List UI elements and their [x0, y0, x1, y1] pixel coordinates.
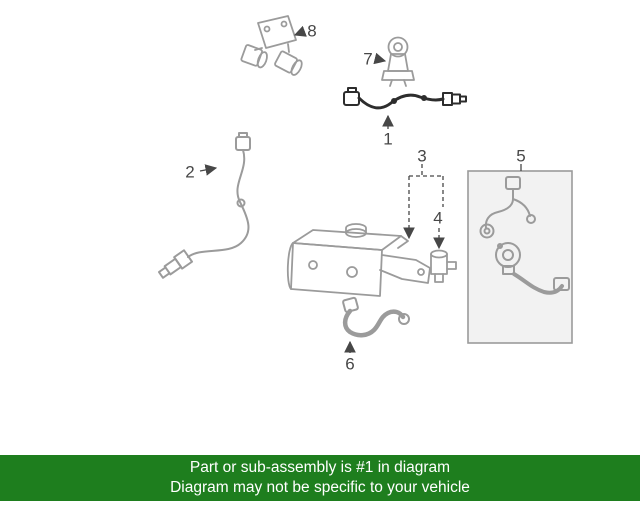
callout-6: 6	[345, 354, 355, 374]
evap-canister-drawing	[286, 223, 431, 297]
callout-3: 3	[417, 146, 427, 166]
part-8-valve-bracket-drawing	[240, 15, 303, 76]
callout-4: 4	[433, 208, 443, 228]
callout-2: 2	[185, 162, 195, 182]
banner-line-2: Diagram may not be specific to your vehi…	[170, 479, 470, 496]
callout-8: 8	[307, 21, 317, 41]
callout-7: 7	[363, 49, 373, 69]
part-2-oxygen-sensor-drawing	[157, 132, 251, 279]
callout-1: 1	[383, 129, 393, 149]
part-1-oxygen-sensor-drawing	[343, 87, 467, 110]
notice-banner: Part or sub-assembly is #1 in diagram Di…	[0, 455, 640, 501]
part-6-hose-drawing	[342, 296, 410, 338]
part-7-sensor-drawing	[381, 36, 415, 87]
part-5-upper-hose-drawing	[479, 176, 536, 239]
part-5-box-group	[467, 170, 573, 344]
banner-line-1: Part or sub-assembly is #1 in diagram	[189, 459, 451, 476]
part-4-valve-drawing	[430, 249, 457, 283]
callout-leader-lines	[199, 25, 522, 353]
callout-5: 5	[516, 146, 526, 166]
part-5-lower-sensor-drawing	[495, 242, 570, 295]
